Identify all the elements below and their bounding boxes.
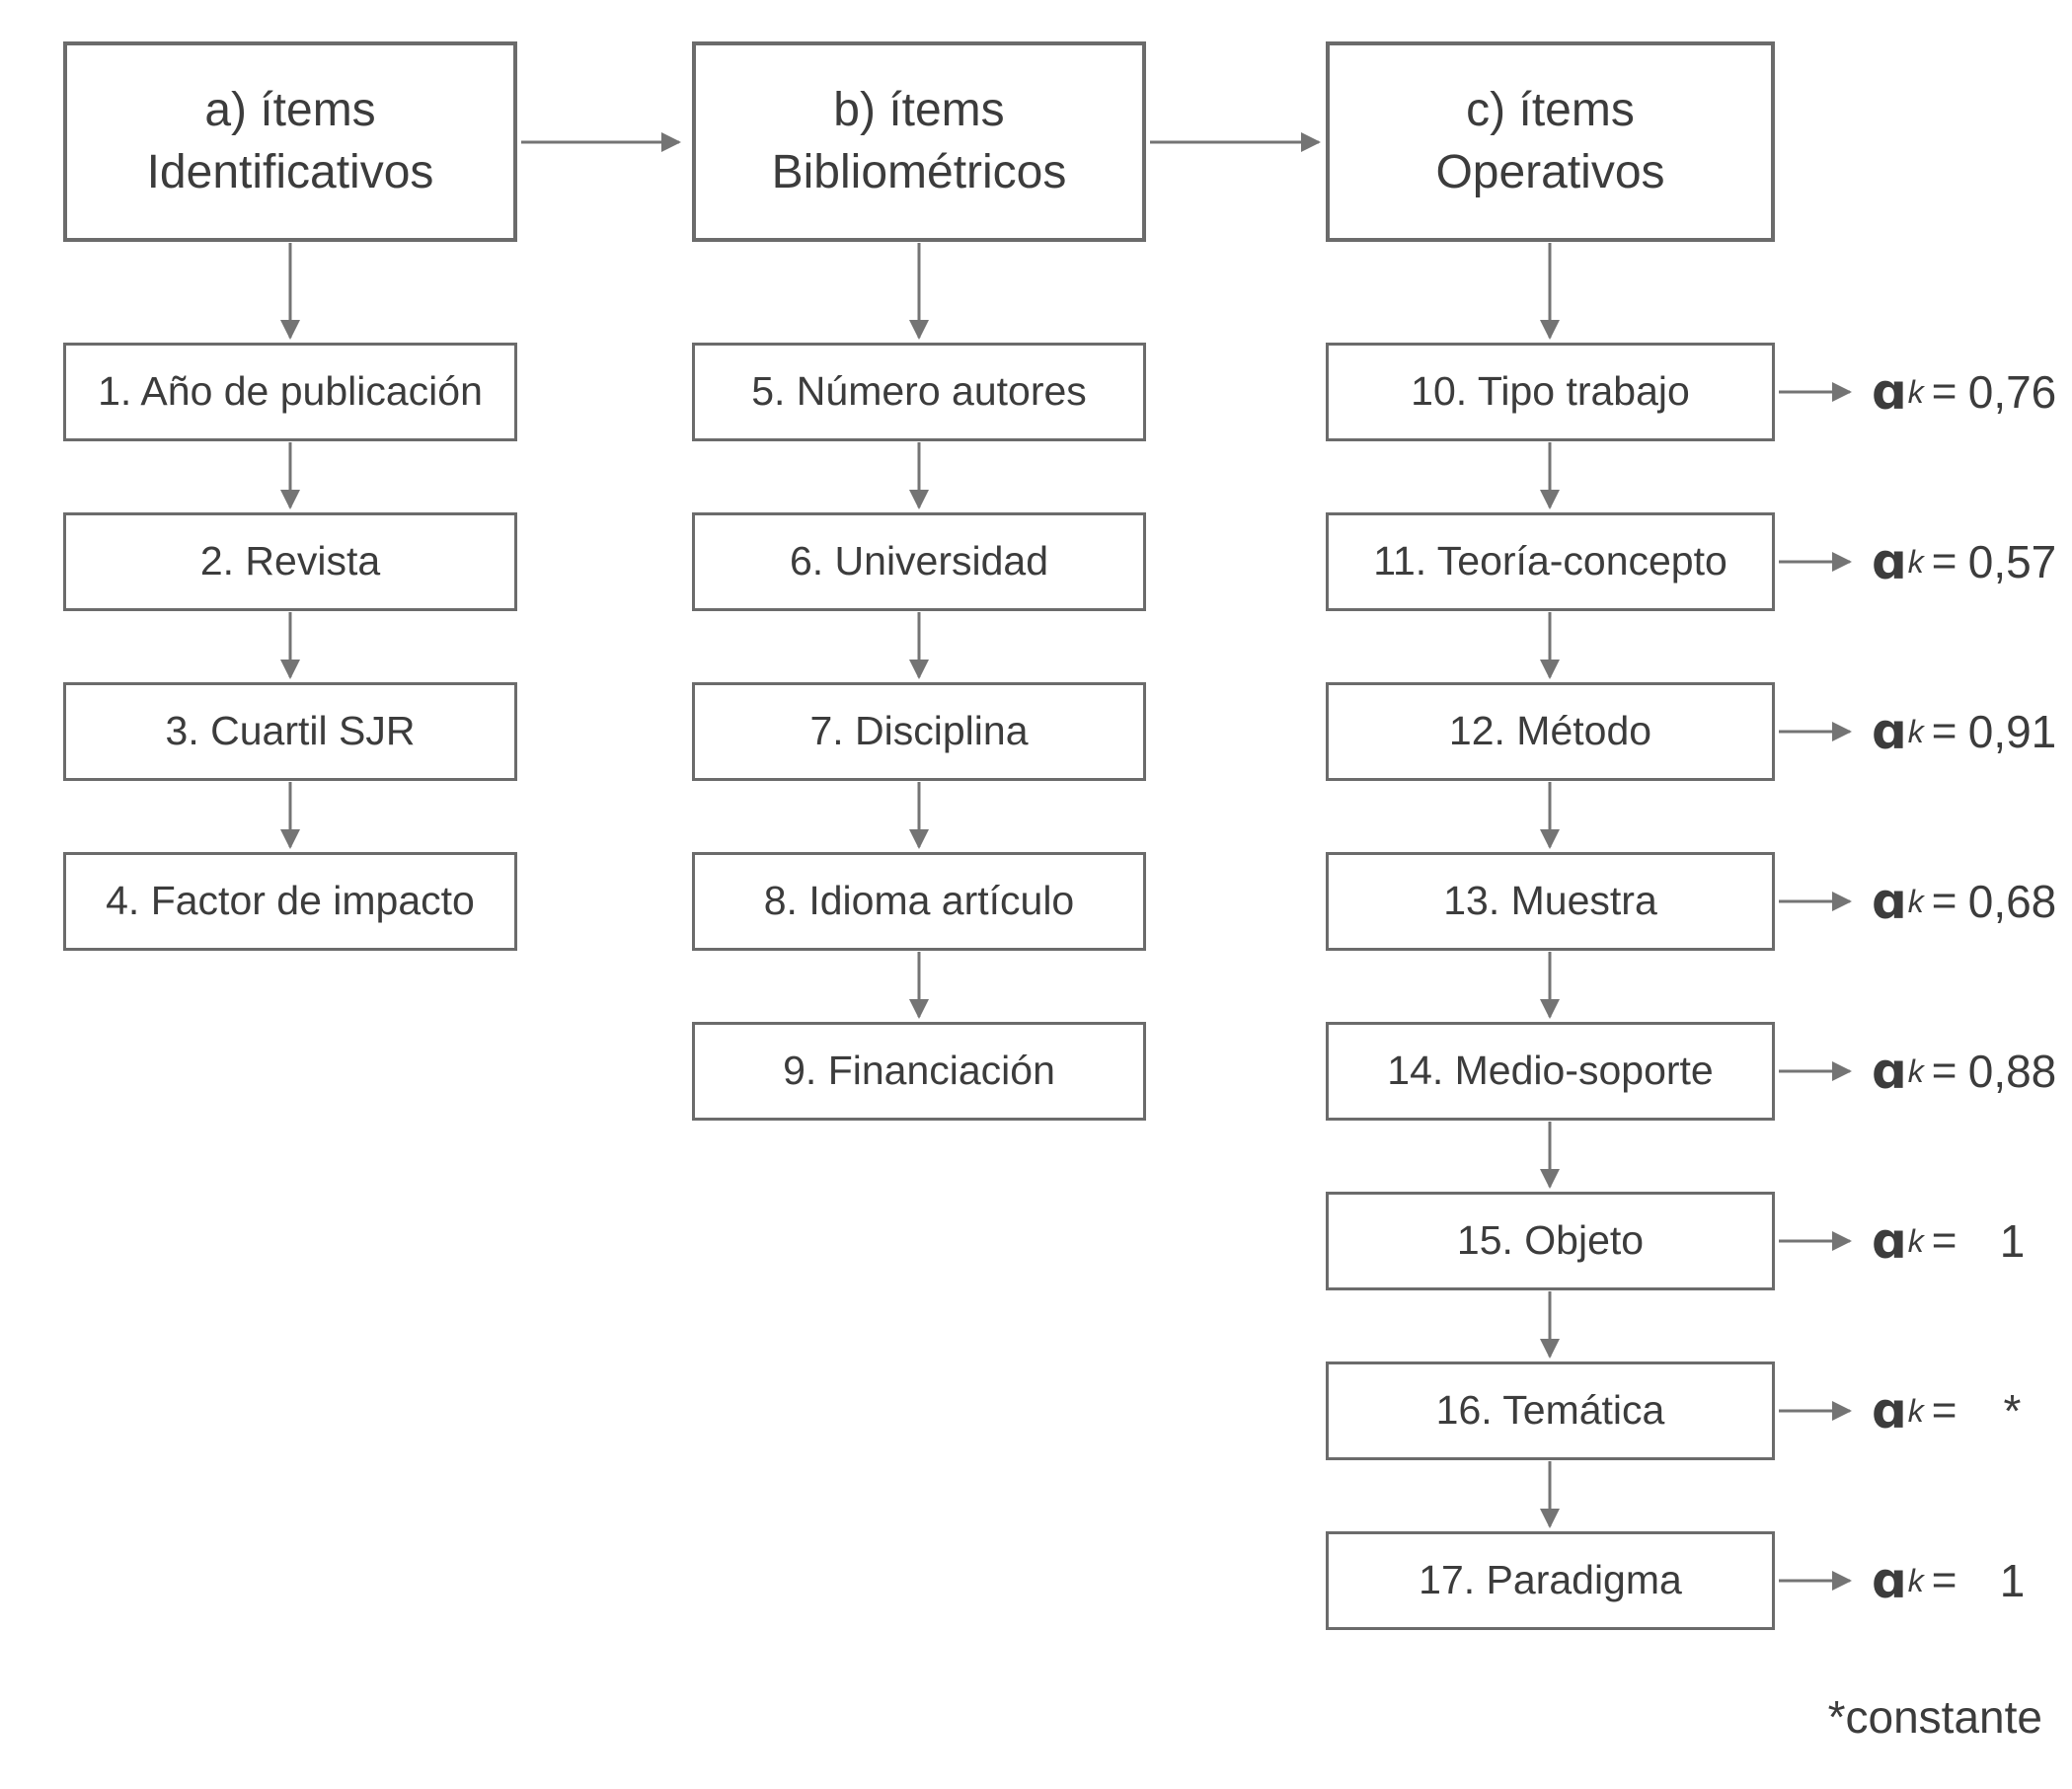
item-box-6: 6. Universidad (692, 512, 1146, 611)
header-box-a: a) ítems Identificativos (63, 41, 517, 242)
item-box-14: 14. Medio-soporte (1326, 1022, 1775, 1121)
alpha-symbol: ɑ (1872, 1552, 1907, 1609)
alpha-value: 0,76 (1967, 366, 2057, 418)
item-box-3: 3. Cuartil SJR (63, 682, 517, 781)
item-box-10: 10. Tipo trabajo (1326, 343, 1775, 441)
item-box-1: 1. Año de publicación (63, 343, 517, 441)
alpha-equals: = (1931, 1216, 1957, 1265)
item-label: 5. Número autores (751, 368, 1087, 415)
item-label: 12. Método (1448, 708, 1652, 754)
item-box-9: 9. Financiación (692, 1022, 1146, 1121)
header-label-b: b) ítems Bibliométricos (771, 84, 1067, 198)
alpha-value: 0,88 (1967, 1046, 2057, 1097)
alpha-symbol: ɑ (1872, 1382, 1907, 1439)
item-box-17: 17. Paradigma (1326, 1531, 1775, 1630)
item-label: 3. Cuartil SJR (165, 708, 416, 754)
alpha-symbol: ɑ (1872, 873, 1907, 930)
alpha-value: 0,91 (1967, 706, 2057, 757)
header-box-b: b) ítems Bibliométricos (692, 41, 1146, 242)
alpha-value: 0,57 (1967, 536, 2057, 587)
alpha-equals: = (1931, 707, 1957, 755)
item-box-16: 16. Temática (1326, 1361, 1775, 1460)
item-box-15: 15. Objeto (1326, 1192, 1775, 1290)
item-label: 6. Universidad (789, 538, 1049, 584)
alpha-symbol: ɑ (1872, 533, 1907, 590)
alpha-value: * (2003, 1385, 2022, 1437)
item-label: 16. Temática (1435, 1387, 1665, 1434)
item-box-4: 4. Factor de impacto (63, 852, 517, 951)
header-label-c: c) ítems Operativos (1435, 84, 1665, 198)
item-label: 11. Teoría-concepto (1373, 538, 1727, 584)
alpha-symbol: ɑ (1872, 1212, 1907, 1270)
item-box-13: 13. Muestra (1326, 852, 1775, 951)
item-label: 14. Medio-soporte (1387, 1048, 1714, 1094)
item-label: 8. Idioma artículo (763, 878, 1075, 924)
alpha-value: 1 (1999, 1215, 2026, 1267)
alpha-equals: = (1931, 537, 1957, 585)
alpha-equals: = (1931, 1047, 1957, 1095)
item-box-8: 8. Idioma artículo (692, 852, 1146, 951)
item-box-2: 2. Revista (63, 512, 517, 611)
alpha-equals: = (1931, 367, 1957, 416)
item-box-5: 5. Número autores (692, 343, 1146, 441)
item-box-11: 11. Teoría-concepto (1326, 512, 1775, 611)
item-label: 9. Financiación (783, 1048, 1055, 1094)
alpha-equals: = (1931, 877, 1957, 925)
item-label: 15. Objeto (1456, 1217, 1645, 1264)
alpha-value: 0,68 (1967, 876, 2057, 927)
header-label-a: a) ítems Identificativos (146, 84, 434, 198)
item-label: 17. Paradigma (1419, 1557, 1682, 1603)
item-label: 7. Disciplina (809, 708, 1029, 754)
item-label: 13. Muestra (1443, 878, 1657, 924)
alpha-symbol: ɑ (1872, 703, 1907, 760)
item-label: 1. Año de publicación (98, 368, 483, 415)
alpha-symbol: ɑ (1872, 1043, 1907, 1100)
item-box-12: 12. Método (1326, 682, 1775, 781)
item-label: 10. Tipo trabajo (1411, 368, 1690, 415)
alpha-equals: = (1931, 1386, 1957, 1435)
alpha-equals: = (1931, 1556, 1957, 1604)
constant-footnote: *constante (1827, 1691, 2042, 1743)
alpha-symbol: ɑ (1872, 363, 1907, 421)
item-box-7: 7. Disciplina (692, 682, 1146, 781)
item-label: 4. Factor de impacto (106, 878, 475, 924)
header-box-c: c) ítems Operativos (1326, 41, 1775, 242)
alpha-value: 1 (1999, 1555, 2026, 1606)
item-label: 2. Revista (199, 538, 381, 584)
